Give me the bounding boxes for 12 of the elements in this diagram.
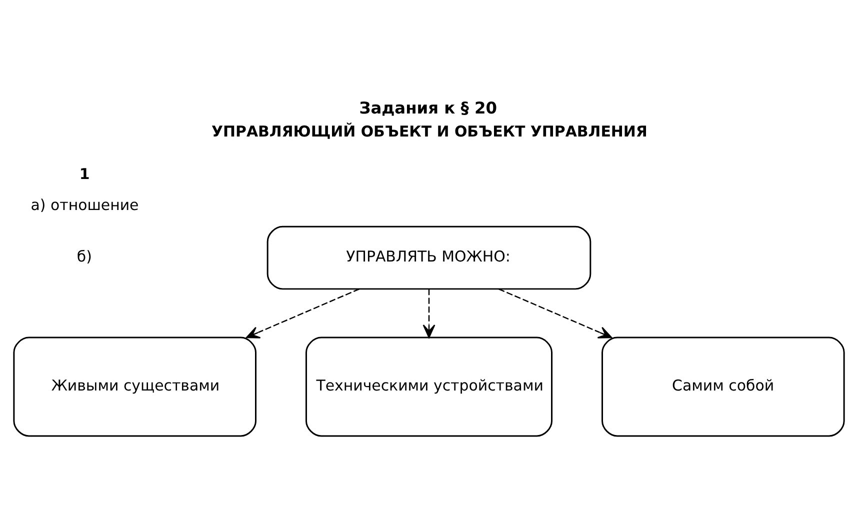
diagram-title: Задания к § 20 [359, 98, 498, 118]
node-box: Живыми существами [13, 336, 256, 436]
arrow [246, 288, 360, 338]
arrow [498, 288, 612, 338]
label: 1 [79, 164, 90, 182]
label: УПРАВЛЯЮЩИЙ ОБЪЕКТ И ОБЪЕКТ УПРАВЛЕНИЯ [212, 122, 648, 140]
label: а) отношение [30, 195, 139, 214]
node-box: Самим собой [602, 336, 845, 436]
arrow [422, 288, 436, 338]
node-box: УПРАВЛЯТЬ МОЖНО: [266, 225, 592, 290]
node-box: Техническими устройствами [305, 336, 553, 436]
label: б) [76, 247, 92, 266]
